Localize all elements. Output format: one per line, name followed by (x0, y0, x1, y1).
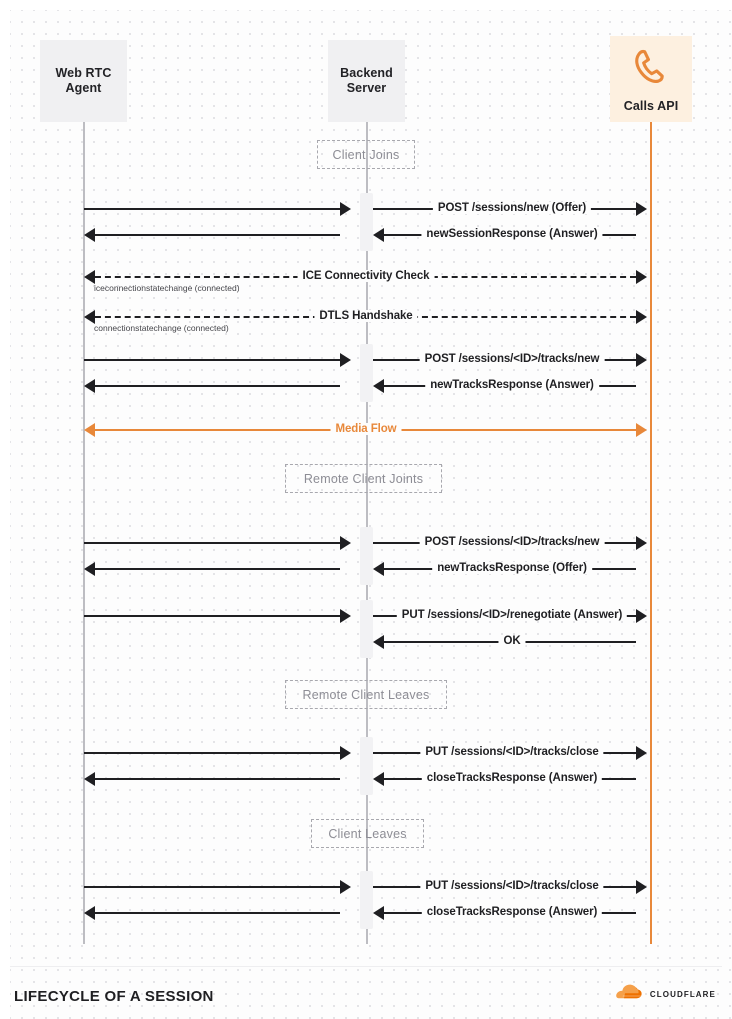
cloud-icon (615, 984, 645, 1005)
arrowhead-left (84, 562, 95, 576)
lifeline-calls-api (650, 122, 652, 944)
arrowhead-left (84, 423, 95, 437)
note-remote-client-joins: Remote Client Joints (285, 464, 442, 493)
cloudflare-logo: CLOUDFLARE (615, 984, 716, 1005)
cloudflare-wordmark: CLOUDFLARE (649, 990, 716, 999)
message-label: ICE Connectivity Check (297, 270, 435, 282)
message-label: DTLS Handshake (314, 310, 418, 322)
activation-bar (360, 737, 373, 795)
note-label: Client Leaves (328, 826, 407, 841)
actor-label-line2: Server (346, 81, 387, 95)
message-label: closeTracksResponse (Answer) (421, 906, 603, 918)
arrowhead-left (84, 772, 95, 786)
message-line-agent-to-backend (84, 752, 340, 754)
message-label: OK (498, 635, 526, 647)
message-label: PUT /sessions/<ID>/renegotiate (Answer) (396, 609, 628, 621)
arrowhead-left (84, 379, 95, 393)
arrowhead-right (636, 353, 647, 367)
arrowhead-right (636, 310, 647, 324)
message-label: PUT /sessions/<ID>/tracks/close (420, 746, 604, 758)
lifeline-webrtc-agent (83, 122, 85, 944)
arrowhead-left (373, 772, 384, 786)
footer-divider (10, 966, 722, 967)
note-remote-client-leaves: Remote Client Leaves (285, 680, 447, 709)
arrowhead-left (373, 635, 384, 649)
arrowhead-right (636, 880, 647, 894)
actor-label-line2: Agent (65, 81, 102, 95)
note-label: Remote Client Leaves (302, 687, 430, 702)
actor-label-line1: Web RTC (55, 66, 112, 80)
message-line-agent-to-backend (84, 208, 340, 210)
arrowhead-left (373, 562, 384, 576)
message-label: newSessionResponse (Answer) (421, 228, 603, 240)
message-label: POST /sessions/<ID>/tracks/new (419, 353, 605, 365)
arrowhead-left (84, 228, 95, 242)
actor-webrtc-agent[interactable]: Web RTC Agent (40, 40, 127, 122)
message-line-agent-to-backend (84, 615, 340, 617)
message-label: POST /sessions/<ID>/tracks/new (419, 536, 605, 548)
message-line-backend-to-agent (95, 778, 340, 780)
message-label: Media Flow (330, 423, 402, 435)
message-line-backend-to-agent (95, 912, 340, 914)
activation-bar (360, 527, 373, 585)
message-line-backend-to-agent (95, 385, 340, 387)
arrowhead-right (636, 536, 647, 550)
message-label: POST /sessions/new (Offer) (432, 202, 592, 214)
arrowhead-right (340, 536, 351, 550)
arrowhead-right (340, 746, 351, 760)
arrowhead-right (636, 270, 647, 284)
actor-calls-api[interactable]: Calls API (610, 36, 692, 122)
message-sublabel: iceconnectionstatechange (connected) (94, 283, 240, 293)
activation-bar (360, 871, 373, 929)
arrowhead-right (636, 746, 647, 760)
canvas-margin-top (0, 0, 732, 10)
note-client-joins: Client Joins (317, 140, 415, 169)
message-line-agent-to-backend (84, 359, 340, 361)
message-label: PUT /sessions/<ID>/tracks/close (420, 880, 604, 892)
actor-label-calls-api: Calls API (623, 99, 679, 113)
arrowhead-right (340, 880, 351, 894)
note-label: Remote Client Joints (303, 471, 424, 486)
arrowhead-left (84, 270, 95, 284)
arrowhead-right (340, 353, 351, 367)
arrowhead-right (636, 202, 647, 216)
arrowhead-left (373, 379, 384, 393)
arrowhead-left (84, 310, 95, 324)
page-title: LIFECYCLE OF A SESSION (14, 988, 214, 1005)
message-label: newTracksResponse (Answer) (425, 379, 599, 391)
arrowhead-right (636, 423, 647, 437)
arrowhead-right (340, 609, 351, 623)
arrowhead-left (373, 228, 384, 242)
message-line-backend-to-agent (95, 234, 340, 236)
message-label: newTracksResponse (Offer) (432, 562, 592, 574)
actor-label-line1: Backend (340, 66, 393, 80)
note-label: Client Joins (332, 147, 400, 162)
phone-icon (629, 46, 673, 95)
message-line-agent-to-backend (84, 542, 340, 544)
note-client-leaves: Client Leaves (311, 819, 424, 848)
activation-bar (360, 600, 373, 658)
message-label: closeTracksResponse (Answer) (421, 772, 603, 784)
actor-backend-server[interactable]: Backend Server (328, 40, 405, 122)
arrowhead-right (636, 609, 647, 623)
activation-bar (360, 344, 373, 402)
message-line-agent-to-backend (84, 886, 340, 888)
message-sublabel: connectionstatechange (connected) (94, 323, 229, 333)
arrowhead-right (340, 202, 351, 216)
canvas-margin-left (0, 10, 10, 1019)
arrowhead-left (84, 906, 95, 920)
arrowhead-left (373, 906, 384, 920)
activation-bar (360, 193, 373, 251)
message-line-backend-to-agent (95, 568, 340, 570)
